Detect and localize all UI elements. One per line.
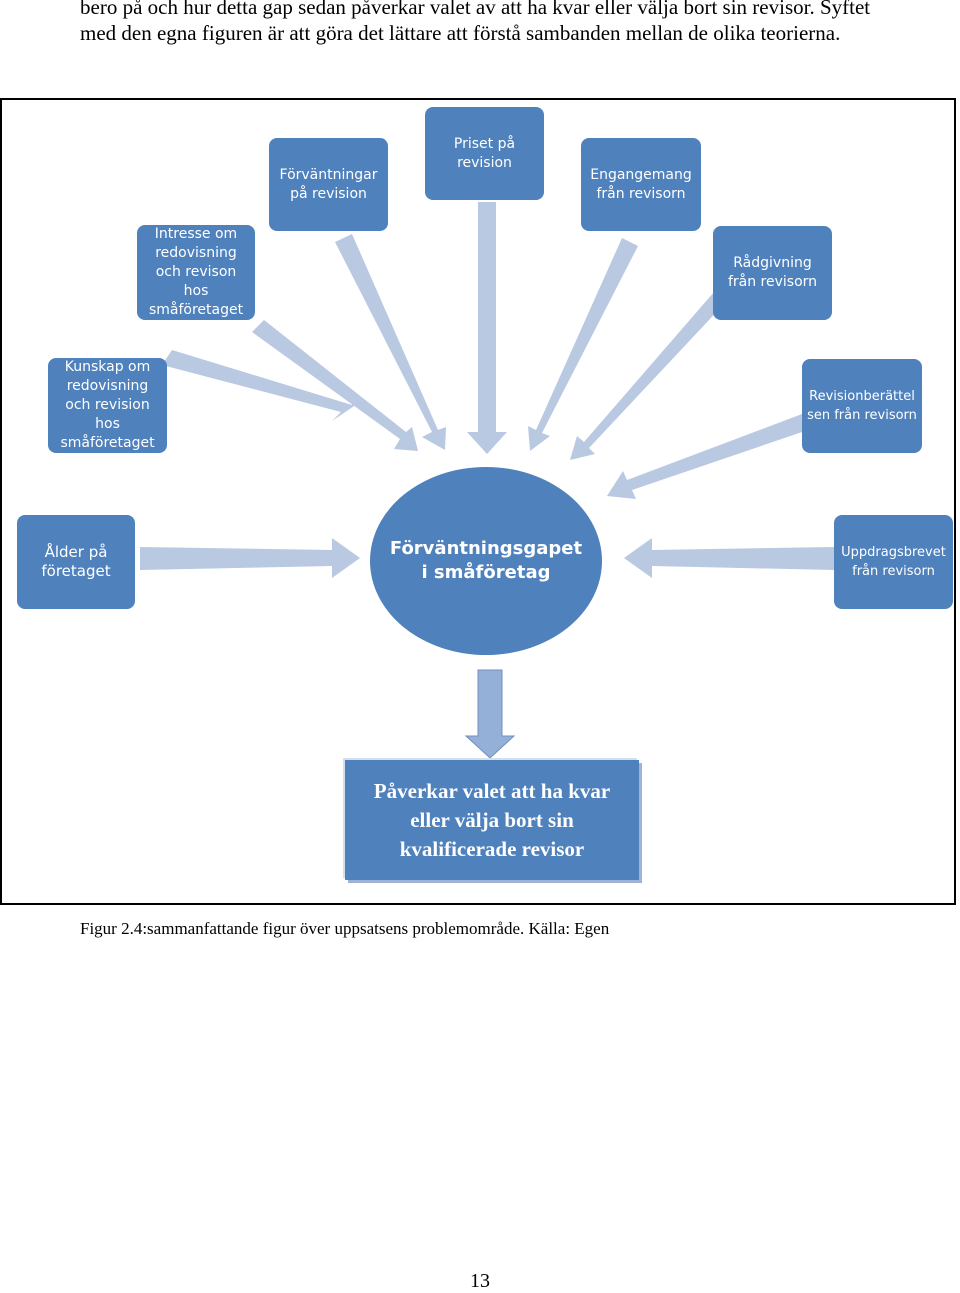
factor-kunskap-line-1: Kunskap om — [64, 359, 151, 375]
factor-forvantningar: Förväntningar på revision — [269, 138, 388, 231]
center-line-2: i småföretag — [421, 562, 551, 583]
factor-kunskap-line-2: redovisning — [66, 378, 149, 394]
factor-forvantningar-line-1: Förväntningar — [279, 166, 378, 183]
arrow-forvantningar — [335, 234, 446, 450]
arrow-radgivning — [570, 292, 724, 460]
factor-intresse-line-1: Intresse om — [154, 226, 238, 242]
figure-caption: Figur 2.4:sammanfattande figur över upps… — [80, 919, 610, 938]
factor-radgivning-line-2: från revisorn — [727, 274, 818, 290]
factor-uppdragsbrevet-line-2: från revisorn — [852, 564, 935, 579]
factor-engangemang: Engangemang från revisorn — [581, 138, 701, 231]
page-number: 13 — [470, 1270, 490, 1292]
intro-line-2: med den egna figuren är att göra det lät… — [80, 21, 841, 45]
result-line-3: kvalificerade revisor — [399, 836, 585, 861]
factor-intresse-line-5: småföretaget — [148, 302, 244, 318]
arrow-alder — [140, 538, 360, 578]
arrow-result — [464, 669, 516, 759]
factor-engangemang-line-2: från revisorn — [596, 185, 686, 202]
factor-intresse-line-3: och revison — [155, 264, 237, 280]
center-ellipse: Förväntningsgapet i småföretag — [370, 467, 602, 655]
factor-kunskap-line-5: småföretaget — [60, 435, 155, 451]
arrow-revisionberattelsen — [607, 414, 808, 499]
factor-kunskap-line-3: och revision — [65, 397, 150, 413]
factor-intresse: Intresse om redovisning och revison hos småf… — [137, 225, 255, 320]
factor-intresse-line-4: hos — [183, 283, 209, 299]
factor-engangemang-line-1: Engangemang — [590, 166, 692, 183]
arrow-engangemang — [528, 238, 638, 451]
arrow-uppdragsbrevet — [624, 538, 834, 578]
factor-uppdragsbrevet: Uppdragsbrevet från revisorn — [834, 515, 953, 609]
factor-uppdragsbrevet-line-1: Uppdragsbrevet — [841, 545, 946, 560]
intro-paragraph: bero på och hur detta gap sedan påverkar… — [80, 0, 920, 46]
factor-radgivning: Rådgivning från revisorn — [713, 226, 832, 320]
figure-frame — [0, 98, 956, 905]
arrow-intresse — [252, 320, 418, 451]
result-line-1: Påverkar valet att ha kvar — [373, 778, 611, 803]
factor-kunskap-line-4: hos — [95, 416, 120, 432]
factor-revisionberattelsen-line-1: Revisionberättel — [809, 389, 915, 404]
factor-kunskap: Kunskap om redovisning och revision hos småf… — [48, 358, 167, 453]
factor-alder-line-1: Ålder på — [44, 543, 108, 561]
factor-forvantningar-line-2: på revision — [290, 185, 367, 202]
factor-intresse-line-2: redovisning — [155, 245, 237, 261]
center-line-1: Förväntningsgapet — [389, 538, 583, 559]
factor-priset: Priset på revision — [425, 107, 544, 200]
factor-revisionberattelsen-line-2: sen från revisorn — [807, 408, 917, 423]
intro-line-1: bero på och hur detta gap sedan påverkar… — [80, 0, 871, 19]
factor-revisionberattelsen: Revisionberättel sen från revisorn — [802, 359, 922, 453]
arrow-kunskap — [162, 350, 363, 421]
factor-priset-line-2: revision — [457, 154, 512, 171]
arrows-layer — [140, 202, 834, 759]
factor-alder-line-2: företaget — [41, 562, 111, 580]
factor-priset-line-1: Priset på — [453, 135, 516, 152]
result-box: Påverkar valet att ha kvar eller välja bo… — [345, 760, 639, 880]
result-line-2: eller välja bort sin — [410, 807, 574, 832]
factor-radgivning-line-1: Rådgivning — [733, 255, 812, 271]
arrow-priset — [467, 202, 507, 454]
